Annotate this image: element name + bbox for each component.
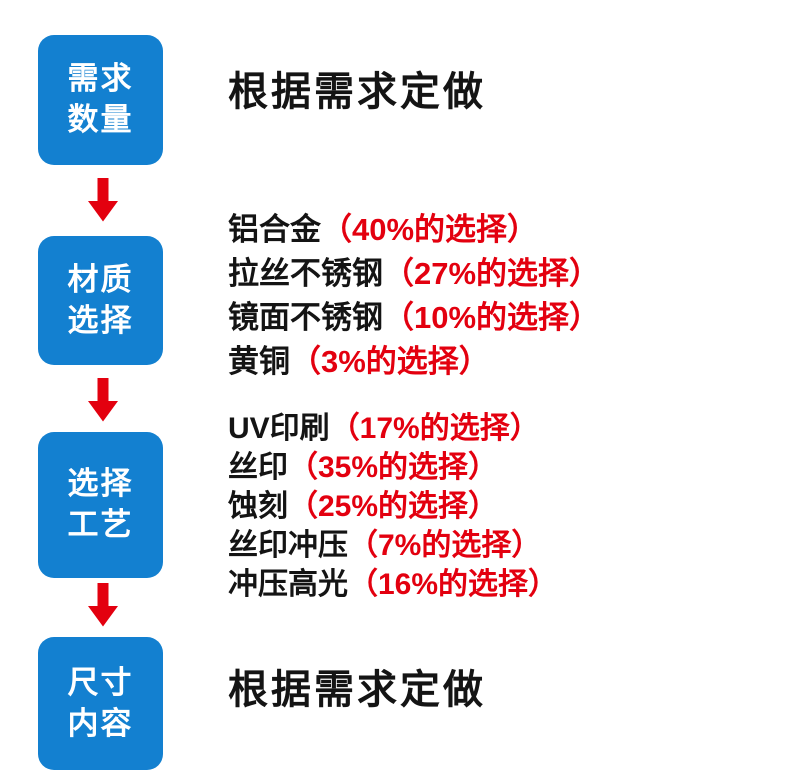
spec-option-name: UV印刷	[228, 412, 330, 445]
spec-row: 丝印冲压（7%的选择）	[228, 526, 558, 565]
spec-row: UV印刷（17%的选择）	[228, 409, 558, 448]
headline-top: 根据需求定做	[228, 70, 486, 114]
stage-label-line2: 选择	[67, 302, 134, 338]
spec-option-percentage: （17%的选择）	[329, 412, 540, 445]
spec-option-percentage: （40%的选择）	[321, 212, 539, 247]
spec-option-name: 铝合金	[228, 212, 321, 247]
stage-label-line1: 需求	[67, 61, 134, 97]
spec-row: 拉丝不锈钢（27%的选择）	[228, 252, 600, 296]
spec-option-name: 蚀刻	[228, 490, 288, 523]
material-option-list: 铝合金（40%的选择）拉丝不锈钢（27%的选择）镜面不锈钢（10%的选择）黄铜（…	[228, 208, 600, 384]
headline-bottom: 根据需求定做	[228, 668, 486, 712]
spec-option-percentage: （3%的选择）	[290, 344, 490, 379]
spec-option-name: 镜面不锈钢	[228, 300, 383, 335]
spec-option-percentage: （16%的选择）	[348, 568, 559, 601]
spec-option-percentage: （10%的选择）	[383, 300, 601, 335]
stage-label-line1: 尺寸	[67, 664, 134, 700]
down-arrow-icon	[87, 178, 119, 222]
spec-option-percentage: （7%的选择）	[348, 529, 542, 562]
spec-option-name: 丝印冲压	[228, 529, 348, 562]
stage-label-line2: 工艺	[67, 507, 134, 542]
spec-option-percentage: （35%的选择）	[288, 451, 499, 484]
spec-row: 黄铜（3%的选择）	[228, 340, 600, 384]
spec-option-name: 拉丝不锈钢	[228, 256, 383, 291]
spec-row: 蚀刻（25%的选择）	[228, 487, 558, 526]
stage-label-line2: 数量	[67, 102, 134, 137]
stage-box-quantity[interactable]: 需求数量	[38, 35, 163, 165]
spec-row: 镜面不锈钢（10%的选择）	[228, 296, 600, 340]
process-option-list: UV印刷（17%的选择）丝印（35%的选择）蚀刻（25%的选择）丝印冲压（7%的…	[228, 409, 558, 604]
stage-box-process[interactable]: 选择工艺	[38, 432, 163, 578]
spec-option-name: 冲压高光	[228, 568, 348, 601]
spec-row: 铝合金（40%的选择）	[228, 208, 600, 252]
stage-label-line2: 内容	[67, 705, 134, 741]
down-arrow-icon	[87, 378, 119, 422]
spec-option-name: 丝印	[228, 451, 288, 484]
stage-label-line1: 材质	[67, 261, 134, 297]
stage-label-line1: 选择	[67, 466, 134, 502]
spec-row: 丝印（35%的选择）	[228, 448, 558, 487]
spec-row: 冲压高光（16%的选择）	[228, 565, 558, 604]
spec-option-percentage: （27%的选择）	[383, 256, 601, 291]
down-arrow-icon	[87, 583, 119, 627]
spec-option-name: 黄铜	[228, 344, 290, 379]
stage-box-material[interactable]: 材质选择	[38, 236, 163, 365]
stage-box-size[interactable]: 尺寸内容	[38, 637, 163, 770]
spec-option-percentage: （25%的选择）	[288, 490, 499, 523]
